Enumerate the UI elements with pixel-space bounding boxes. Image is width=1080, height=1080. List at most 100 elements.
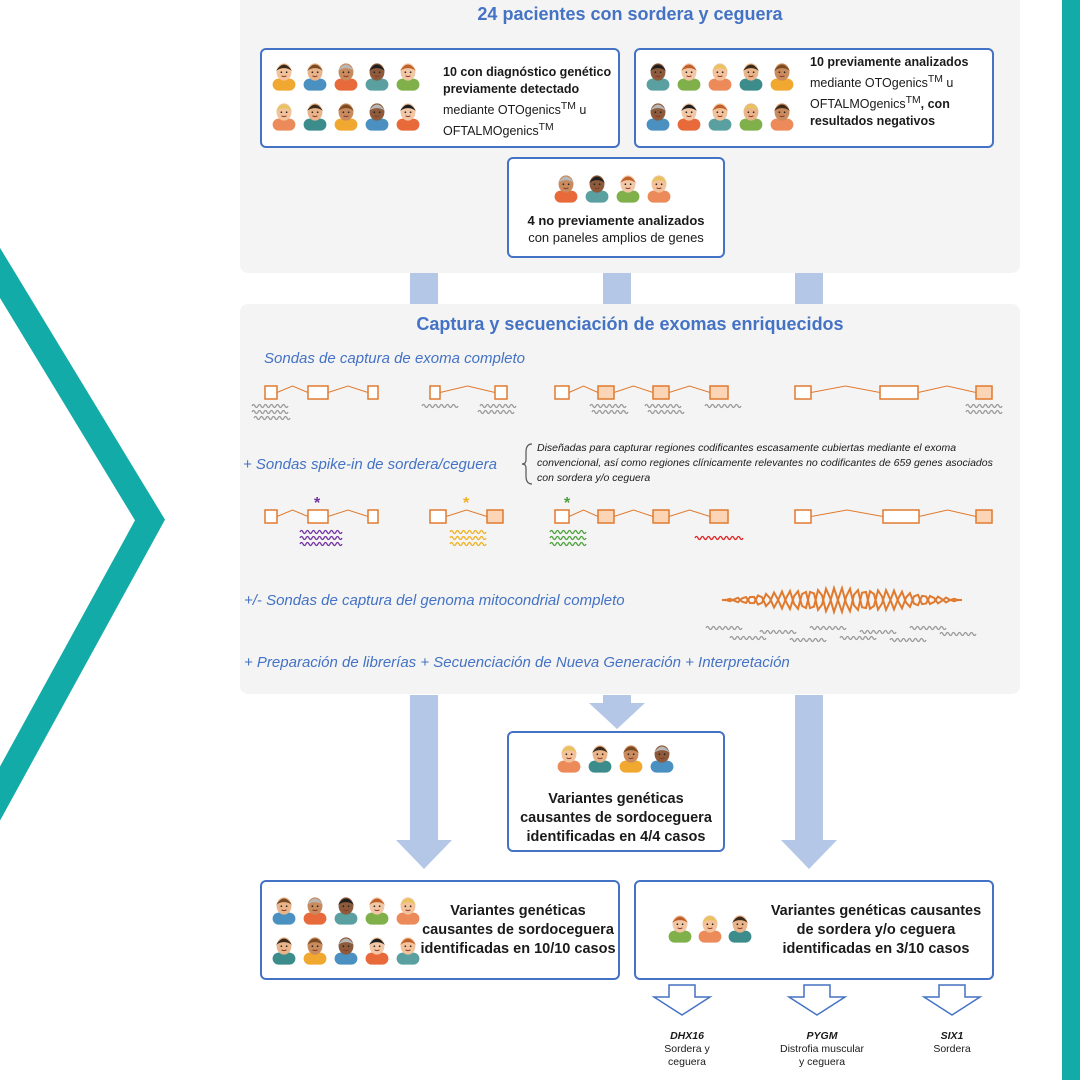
exon-box <box>709 509 729 524</box>
teal-chevron-decoration <box>0 247 166 821</box>
person-icon <box>588 745 612 773</box>
arrow-down-right <box>781 695 837 869</box>
box-previously-negative-text: 10 previamente analizados mediante OTOge… <box>810 54 990 130</box>
trademark-mark: TM <box>927 74 943 85</box>
person-icon <box>303 103 327 131</box>
probe-wave <box>789 637 827 643</box>
box-previously-negative-bold: 10 previamente analizados <box>810 55 969 69</box>
person-icon <box>396 897 420 925</box>
box-previously-diagnosed-text: 10 con diagnóstico genético previamente … <box>443 64 618 140</box>
person-icon <box>554 175 578 203</box>
person-icon <box>616 175 640 203</box>
probe-wave <box>421 403 459 409</box>
person-icon <box>272 63 296 91</box>
result-box-not-analyzed <box>507 731 725 852</box>
box-previously-negative-line2: u OFTALMOgenics <box>810 76 954 112</box>
result-center-text: Variantes genéticas causantes de sordoce… <box>520 791 712 845</box>
intron-line <box>613 385 654 393</box>
result-left-text: Variantes genéticas causantes de sordoce… <box>420 903 616 957</box>
probe-wave <box>859 629 897 635</box>
intron-line <box>613 509 654 517</box>
top-panel-title: 24 pacientes con sordera y ceguera <box>477 4 783 24</box>
person-icon <box>396 63 420 91</box>
exome-probes-label: Sondas de captura de exoma completo <box>264 350 525 367</box>
probe-wave <box>251 409 289 415</box>
person-icon <box>365 897 389 925</box>
exon-box <box>429 385 441 400</box>
exon-box <box>494 385 508 400</box>
spike-in-probe-wave <box>449 541 487 547</box>
exon-box <box>879 385 919 400</box>
probe-wave <box>589 403 627 409</box>
spike-in-probe-wave <box>549 535 587 541</box>
exon-box <box>882 509 920 524</box>
spike-in-probe-wave <box>299 541 343 547</box>
variant-star-icon: * <box>314 495 321 512</box>
intron-line <box>439 385 496 393</box>
exon-box <box>554 385 570 400</box>
person-icon <box>646 63 670 91</box>
exon-box <box>975 385 993 400</box>
teal-side-bar <box>1062 0 1080 1080</box>
person-icon <box>365 103 389 131</box>
spike-in-probe-diagram: * * * <box>264 495 993 547</box>
exon-box <box>597 509 615 524</box>
gene-description: Distrofia muscular <box>779 1043 865 1055</box>
probe-wave <box>705 625 743 631</box>
gene-name: DHX16 <box>670 1030 704 1042</box>
intron-line <box>445 509 488 517</box>
variant-star-icon: * <box>463 495 470 512</box>
gene-name: PYGM <box>806 1030 838 1042</box>
person-icon <box>334 63 358 91</box>
spike-in-probe-wave <box>449 535 487 541</box>
spike-in-probe-wave <box>449 529 487 535</box>
middle-panel-title: Captura y secuenciación de exomas enriqu… <box>416 314 844 334</box>
intron-line <box>810 385 881 393</box>
intron-line <box>810 509 884 517</box>
person-icon <box>303 937 327 965</box>
person-icon <box>334 103 358 131</box>
intron-line <box>668 385 711 393</box>
probe-wave <box>889 637 927 643</box>
arrow-down-center <box>589 695 645 729</box>
arrow-down-left <box>396 695 452 869</box>
box-previously-negative <box>634 48 994 148</box>
box-previously-negative-line: mediante OTOgenics <box>810 76 928 91</box>
pipeline-label: + Preparación de librerías + Secuenciaci… <box>244 654 790 671</box>
person-icon <box>770 63 794 91</box>
exome-probe-diagram <box>251 385 1003 421</box>
exon-box <box>367 385 379 400</box>
person-icon <box>334 897 358 925</box>
exon-box <box>709 385 729 400</box>
exon-box <box>652 509 670 524</box>
result-box-previously-diagnosed <box>260 880 620 980</box>
person-icon <box>272 937 296 965</box>
probe-wave <box>251 403 289 409</box>
probe-wave <box>647 409 685 415</box>
trademark-mark: TM <box>560 101 576 112</box>
mito-probes-label: +/- Sondas de captura del genoma mitocon… <box>244 592 625 609</box>
intron-line <box>918 509 977 517</box>
mitochondrial-genome-icon <box>705 584 977 643</box>
box-not-analyzed-text: 4 no previamente analizados con paneles … <box>509 212 723 246</box>
spike-in-probes-label: + Sondas spike-in de sordera/ceguera <box>243 456 497 473</box>
intron-line <box>568 385 599 393</box>
patient-group-icon <box>668 915 752 943</box>
patient-group-icon <box>646 63 794 131</box>
trademark-mark: TM <box>905 95 921 107</box>
trademark-mark: TM <box>538 122 554 134</box>
box-previously-diagnosed-bold: 10 con diagnóstico genético previamente … <box>443 65 612 96</box>
exon-box <box>307 509 329 524</box>
exon-box <box>794 385 812 400</box>
probe-wave <box>965 403 1003 409</box>
variant-star-icon: * <box>564 495 571 512</box>
patient-group-icon <box>272 63 420 131</box>
exon-box <box>794 509 812 524</box>
exon-box <box>429 509 447 524</box>
spike-in-probe-wave <box>299 535 343 541</box>
probe-wave <box>704 403 742 409</box>
gene-description: ceguera <box>668 1056 706 1068</box>
probe-wave <box>477 409 515 415</box>
person-icon <box>739 103 763 131</box>
person-icon <box>557 745 581 773</box>
